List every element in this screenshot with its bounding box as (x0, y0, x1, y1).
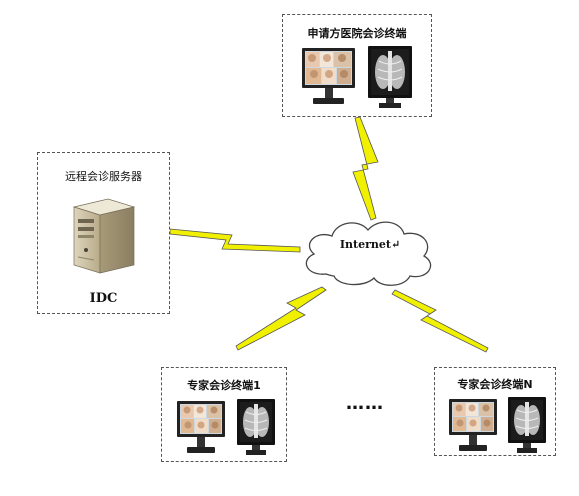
link-server (169, 228, 301, 253)
more-terminals-ellipsis: …… (346, 393, 384, 414)
xray-monitor-icon (237, 399, 275, 455)
xray-monitor-icon (508, 397, 546, 453)
internet-label: Internet↵ (339, 238, 401, 251)
expert-terminal-1-box: 专家会诊终端1 (161, 367, 287, 462)
server-icon (72, 198, 136, 274)
video-monitor-icon (177, 401, 225, 453)
link-applicant (352, 116, 379, 221)
applicant-terminal-box: 申请方医院会诊终端 (282, 14, 432, 117)
internet-cloud-icon (305, 221, 432, 286)
applicant-terminal-title: 申请方医院会诊终端 (307, 27, 407, 40)
expert-terminal-n-box: 专家会诊终端N (434, 367, 556, 456)
expert-terminal-1-title: 专家会诊终端1 (187, 379, 261, 392)
video-monitor-icon (302, 48, 355, 104)
video-monitor-icon (449, 399, 497, 451)
server-label: IDC (89, 291, 118, 306)
link-expert-1 (235, 286, 327, 351)
link-expert-n (391, 289, 489, 353)
server-title: 远程会诊服务器 (65, 170, 142, 183)
expert-terminal-n-title: 专家会诊终端N (457, 378, 533, 391)
server-box: 远程会诊服务器 IDC (37, 152, 170, 314)
xray-monitor-icon (368, 46, 412, 108)
